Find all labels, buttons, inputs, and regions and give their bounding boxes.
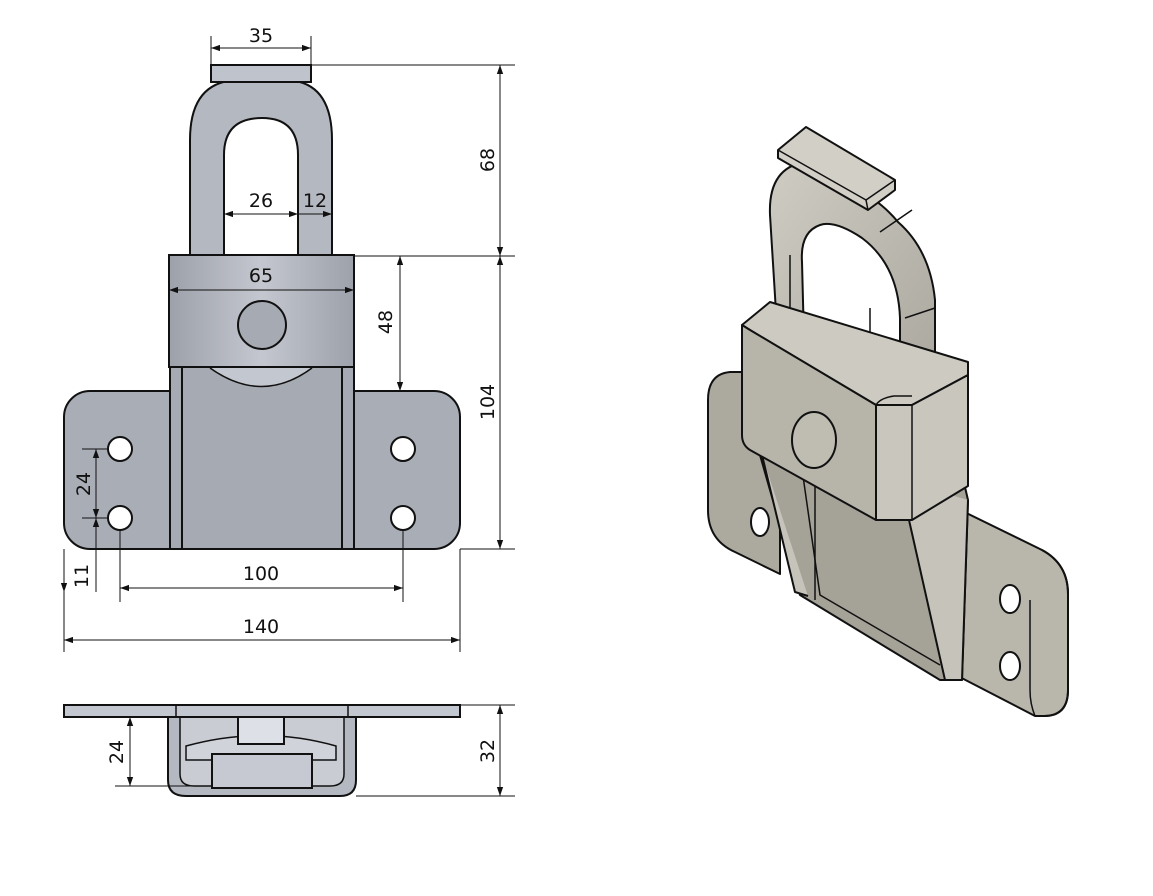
dim-body-height: 48	[375, 310, 397, 334]
mounting-hole	[107, 505, 133, 531]
dimension-lines: 35 68 26 12 65 48 104 24 11	[60, 25, 515, 797]
front-view	[63, 64, 461, 550]
mounting-hole	[390, 505, 416, 531]
iso-side-web	[899, 479, 969, 681]
iso-hole	[750, 507, 770, 537]
iso-hole	[999, 651, 1021, 681]
bottom-pin	[237, 716, 285, 745]
iso-hole	[999, 584, 1021, 614]
isometric-view	[707, 126, 1069, 717]
dim-base-depth: 24	[106, 740, 128, 764]
dim-shackle-height: 68	[477, 148, 499, 172]
iso-lock-pin	[791, 411, 837, 469]
shackle	[189, 79, 333, 257]
lock-pin	[237, 300, 287, 350]
center-housing	[169, 366, 355, 550]
mounting-hole	[107, 436, 133, 462]
housing-arc	[209, 367, 313, 388]
dim-shackle-top-width: 35	[249, 25, 273, 47]
dim-body-width: 65	[249, 265, 273, 287]
iso-shackle-top-bar	[777, 126, 896, 211]
dim-shackle-inner-width: 26	[249, 190, 273, 212]
dim-shackle-bar-width: 12	[303, 190, 327, 212]
dim-hole-spacing-vertical: 24	[73, 472, 95, 496]
bottom-view	[63, 704, 461, 797]
shackle-top-bar	[210, 64, 312, 83]
bottom-plate	[63, 704, 461, 718]
dim-hole-spacing-horizontal: 100	[243, 563, 279, 585]
dim-hole-offset-bottom: 11	[71, 564, 93, 588]
dim-overall-height: 104	[477, 384, 499, 420]
bottom-body	[211, 753, 313, 789]
mounting-hole	[390, 436, 416, 462]
dim-overall-depth: 32	[477, 739, 499, 763]
dim-overall-width: 140	[243, 616, 279, 638]
